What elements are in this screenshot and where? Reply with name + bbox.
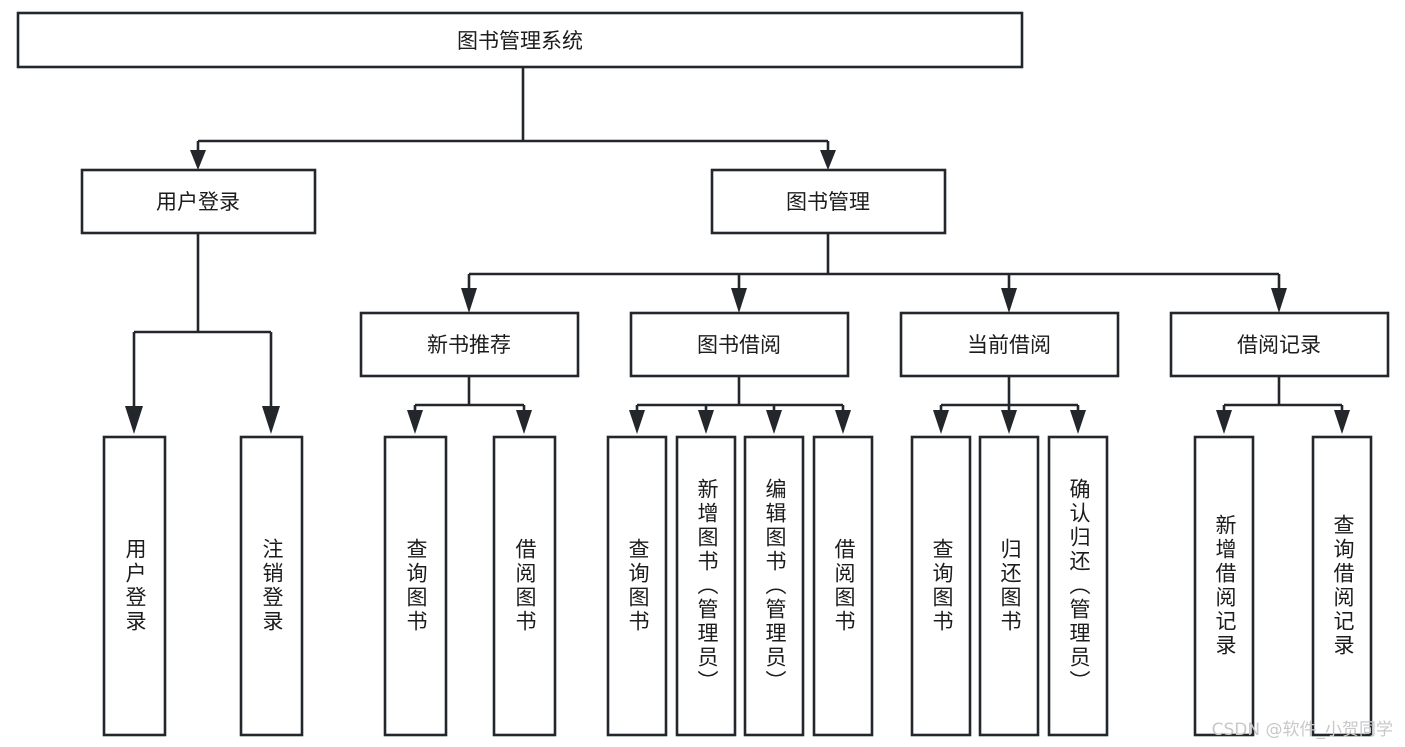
node-label: 借阅图书 bbox=[832, 538, 856, 634]
connector-user-login-to-leaves bbox=[125, 233, 280, 434]
arrow-head-icon bbox=[407, 410, 423, 434]
node-box bbox=[239, 435, 304, 737]
node-user-login[interactable]: 用户登录 bbox=[80, 168, 317, 235]
node-label: 新增借阅记录 bbox=[1213, 514, 1237, 658]
node-book-borrow[interactable]: 图书借阅 bbox=[629, 311, 850, 378]
node-book-management[interactable]: 图书管理 bbox=[710, 168, 947, 235]
node-box bbox=[606, 435, 668, 737]
node-box bbox=[1311, 435, 1373, 737]
leaf-current-borrow-query-book[interactable]: 查询图书 bbox=[910, 435, 972, 737]
node-current-borrow[interactable]: 当前借阅 bbox=[899, 311, 1120, 378]
node-label: 用户登录 bbox=[156, 190, 240, 214]
node-box bbox=[629, 311, 850, 378]
connector-borrow-record-to-leaves bbox=[1216, 376, 1350, 434]
arrow-head-icon bbox=[1001, 410, 1017, 434]
arrow-head-icon bbox=[629, 410, 645, 434]
node-box bbox=[812, 435, 874, 737]
leaf-book-borrow-edit-book-admin[interactable]: 编辑图书（管理员） bbox=[743, 435, 805, 737]
arrow-head-icon bbox=[1001, 288, 1017, 313]
node-box bbox=[80, 168, 317, 235]
node-label: 用户登录 bbox=[123, 538, 147, 634]
connector-book-manage-to-level3 bbox=[461, 233, 1287, 313]
leaf-new-book-query-book[interactable]: 查询图书 bbox=[383, 435, 448, 737]
node-label: 图书管理系统 bbox=[457, 29, 583, 53]
csdn-watermark: CSDN @软件_小贺同学 bbox=[1211, 720, 1393, 740]
node-label: 新书推荐 bbox=[427, 333, 511, 357]
node-box bbox=[1169, 311, 1390, 378]
node-box bbox=[359, 311, 580, 378]
leaf-user-login-logout[interactable]: 注销登录 bbox=[239, 435, 304, 737]
leaf-new-book-borrow-book[interactable]: 借阅图书 bbox=[492, 435, 557, 737]
arrow-head-icon bbox=[516, 410, 532, 434]
arrow-head-icon bbox=[933, 410, 949, 434]
node-label: 查询图书 bbox=[930, 538, 954, 634]
node-label: 借阅图书 bbox=[513, 538, 537, 634]
arrow-head-icon bbox=[766, 410, 782, 434]
node-root-book-management-system[interactable]: 图书管理系统 bbox=[16, 11, 1024, 69]
node-label: 查询图书 bbox=[404, 538, 428, 634]
node-new-book-recommend[interactable]: 新书推荐 bbox=[359, 311, 580, 378]
node-box bbox=[16, 11, 1024, 69]
node-box bbox=[710, 168, 947, 235]
node-box bbox=[383, 435, 448, 737]
arrow-head-icon bbox=[1216, 410, 1232, 434]
node-label: 注销登录 bbox=[260, 538, 284, 634]
connector-root-to-level2 bbox=[190, 67, 836, 170]
node-label: 查询图书 bbox=[626, 538, 650, 634]
node-box bbox=[899, 311, 1120, 378]
node-box bbox=[978, 435, 1040, 737]
leaf-user-login-login[interactable]: 用户登录 bbox=[102, 435, 167, 737]
node-box bbox=[1047, 435, 1109, 737]
arrow-head-icon bbox=[125, 406, 143, 434]
node-label: 借阅记录 bbox=[1237, 333, 1321, 357]
node-box bbox=[743, 435, 805, 737]
node-box bbox=[102, 435, 167, 737]
node-borrow-record[interactable]: 借阅记录 bbox=[1169, 311, 1390, 378]
node-box bbox=[492, 435, 557, 737]
node-label: 图书管理 bbox=[786, 190, 870, 214]
arrow-head-icon bbox=[698, 410, 714, 434]
connector-current-borrow-to-leaves bbox=[933, 376, 1086, 434]
arrow-head-icon bbox=[1271, 288, 1287, 313]
arrow-head-icon bbox=[731, 288, 747, 313]
leaf-borrow-record-add-record[interactable]: 新增借阅记录 bbox=[1193, 435, 1255, 737]
node-box bbox=[910, 435, 972, 737]
leaf-book-borrow-add-book-admin[interactable]: 新增图书（管理员） bbox=[675, 435, 737, 737]
arrow-head-icon bbox=[1070, 410, 1086, 434]
node-box bbox=[675, 435, 737, 737]
leaf-borrow-record-query-record[interactable]: 查询借阅记录 bbox=[1311, 435, 1373, 737]
arrow-head-icon bbox=[1334, 410, 1350, 434]
node-label: 确认归还（管理员） bbox=[1067, 478, 1091, 694]
node-label: 查询借阅记录 bbox=[1331, 514, 1355, 658]
arrow-head-icon bbox=[262, 406, 280, 434]
arrow-head-icon bbox=[835, 410, 851, 434]
node-label: 编辑图书（管理员） bbox=[763, 478, 787, 694]
arrow-head-icon bbox=[190, 150, 206, 170]
connector-book-borrow-to-leaves bbox=[629, 376, 851, 434]
arrow-head-icon bbox=[461, 288, 477, 313]
node-box bbox=[1193, 435, 1255, 737]
leaf-current-borrow-return-book[interactable]: 归还图书 bbox=[978, 435, 1040, 737]
node-label: 当前借阅 bbox=[967, 333, 1051, 357]
node-label: 图书借阅 bbox=[697, 333, 781, 357]
leaf-book-borrow-query-book[interactable]: 查询图书 bbox=[606, 435, 668, 737]
node-label: 新增图书（管理员） bbox=[695, 478, 719, 694]
arrow-head-icon bbox=[820, 150, 836, 170]
leaf-book-borrow-borrow-book[interactable]: 借阅图书 bbox=[812, 435, 874, 737]
connector-new-book-to-leaves bbox=[407, 376, 532, 434]
leaf-current-borrow-confirm-return-admin[interactable]: 确认归还（管理员） bbox=[1047, 435, 1109, 737]
node-label: 归还图书 bbox=[998, 538, 1022, 634]
